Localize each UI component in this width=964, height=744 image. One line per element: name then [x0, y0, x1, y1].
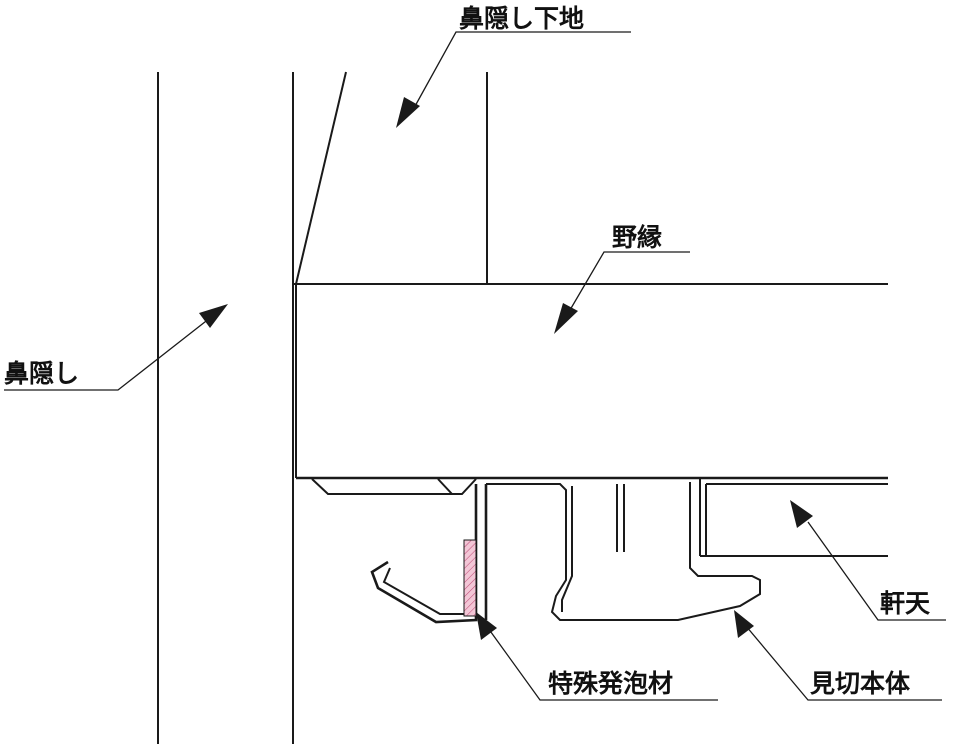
leader-fascia-backing — [396, 31, 631, 128]
label-foam: 特殊発泡材 — [548, 669, 673, 698]
foam-strip — [463, 539, 477, 617]
soffit-board — [699, 478, 888, 557]
trim-body — [370, 482, 761, 624]
label-ceiling-joist: 野縁 — [612, 223, 662, 252]
fascia-backing — [295, 71, 488, 285]
ceiling-joist — [293, 283, 888, 480]
trim-top-lip — [311, 478, 477, 495]
label-trim-body: 見切本体 — [810, 669, 911, 698]
leader-foam — [476, 612, 718, 701]
label-fascia-backing: 鼻隠し下地 — [459, 4, 584, 33]
leader-ceiling-joist — [554, 251, 690, 334]
label-fascia: 鼻隠し — [4, 359, 79, 388]
leader-fascia — [4, 304, 228, 391]
label-soffit: 軒天 — [880, 589, 930, 618]
fascia-board — [157, 72, 294, 744]
leader-soffit — [790, 500, 946, 621]
leader-trim-body — [734, 610, 942, 701]
